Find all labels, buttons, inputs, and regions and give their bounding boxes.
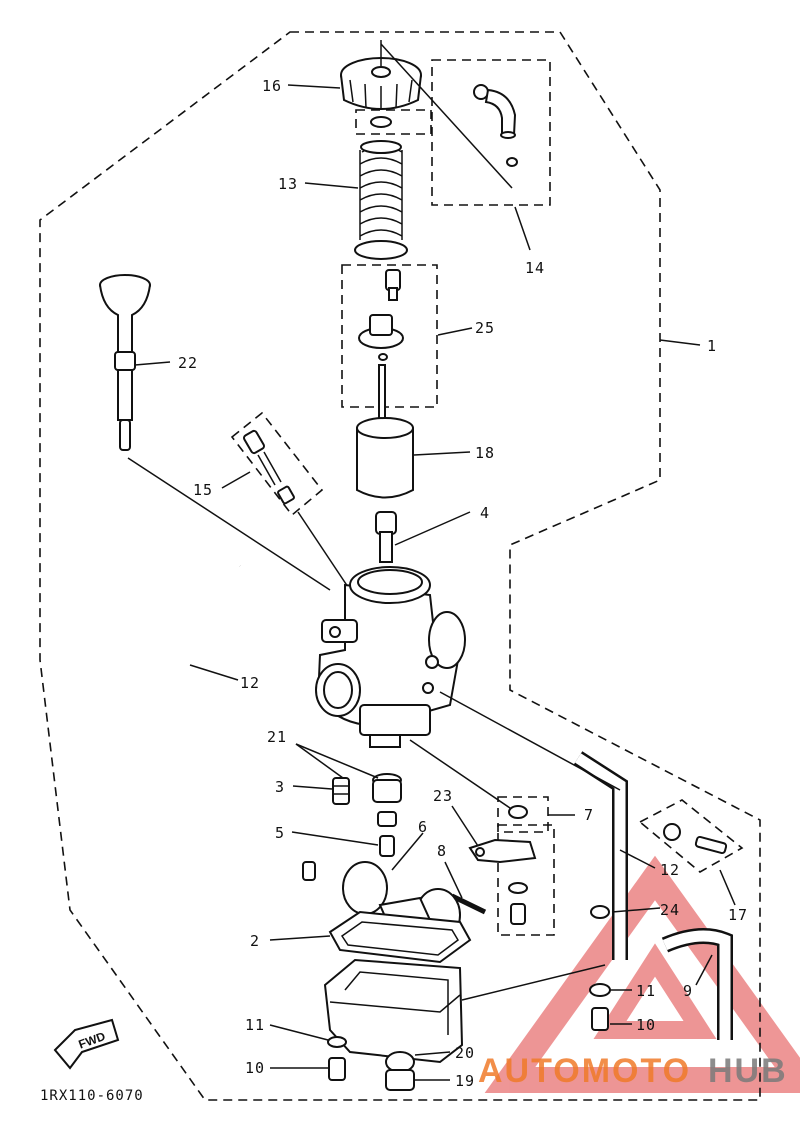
kit-box-16 (355, 109, 432, 135)
bracket-part (468, 805, 537, 925)
kit-box-17 (638, 799, 744, 873)
callout-18: 18 (475, 444, 495, 462)
cable-elbow-part (380, 43, 518, 189)
callout-23: 23 (433, 787, 453, 805)
callout-11-left: 11 (245, 1016, 265, 1034)
jet-needle-part (375, 511, 397, 563)
watermark-part2: HUB (708, 1052, 788, 1090)
callout-13: 13 (278, 175, 298, 193)
callout-12-right: 12 (660, 861, 680, 879)
main-jet-part (377, 811, 397, 857)
needle-set-part (358, 269, 404, 426)
carburetor-body-part (315, 566, 621, 809)
assembly-boundary (39, 31, 761, 1101)
kit-box-14 (431, 59, 551, 206)
pilot-jet-part (332, 777, 350, 805)
kit-box-25 (341, 264, 438, 408)
callout-19: 19 (455, 1072, 475, 1090)
kit-box-7b (497, 824, 555, 936)
callout-11-right: 11 (636, 982, 656, 1000)
callout-12-left: 12 (240, 674, 260, 692)
gasket-part (328, 910, 472, 964)
idle-screw-part (243, 429, 351, 591)
top-cap-part (340, 40, 422, 128)
spring-part (354, 140, 408, 260)
needle-jet-part (372, 773, 402, 803)
throttle-valve-part (356, 417, 414, 499)
callout-20: 20 (455, 1044, 475, 1062)
callout-7: 7 (584, 806, 594, 824)
callout-1: 1 (707, 337, 717, 355)
callout-5: 5 (275, 824, 285, 842)
callout-6: 6 (418, 818, 428, 836)
callout-25: 25 (475, 319, 495, 337)
bowl-screw-part (327, 1036, 347, 1081)
air-screw-part (99, 274, 331, 591)
callout-15: 15 (193, 481, 213, 499)
float-bowl-part (323, 958, 606, 1064)
vent-fitting-part (663, 823, 728, 855)
vent-hose-right (573, 751, 628, 960)
throttle-stop-screw-part (450, 893, 487, 915)
leader-lines (134, 84, 736, 1081)
callout-3: 3 (275, 778, 285, 796)
callout-24: 24 (660, 901, 680, 919)
callout-8: 8 (437, 842, 447, 860)
watermark-part1: AUTOMOTO (478, 1052, 691, 1090)
kit-box-15 (230, 411, 324, 517)
callout-16: 16 (262, 77, 282, 95)
callout-14: 14 (525, 259, 545, 277)
callout-9: 9 (683, 982, 693, 1000)
callout-4: 4 (480, 504, 490, 522)
vent-hose-9 (661, 928, 733, 1040)
callout-10-left: 10 (245, 1059, 265, 1077)
right-clip-part (589, 905, 611, 1031)
drain-plug-part (385, 1051, 415, 1091)
watermark-text: AUTOMOTO HUB (478, 1052, 788, 1090)
forward-direction-icon: FWD (53, 1018, 120, 1070)
callout-22: 22 (178, 354, 198, 372)
callout-17: 17 (728, 906, 748, 924)
vent-hose-left (174, 542, 243, 725)
diagram-code: 1RX110-6070 (40, 1088, 144, 1104)
callout-21: 21 (267, 728, 287, 746)
callout-2: 2 (250, 932, 260, 950)
callout-10-right: 10 (636, 1016, 656, 1034)
